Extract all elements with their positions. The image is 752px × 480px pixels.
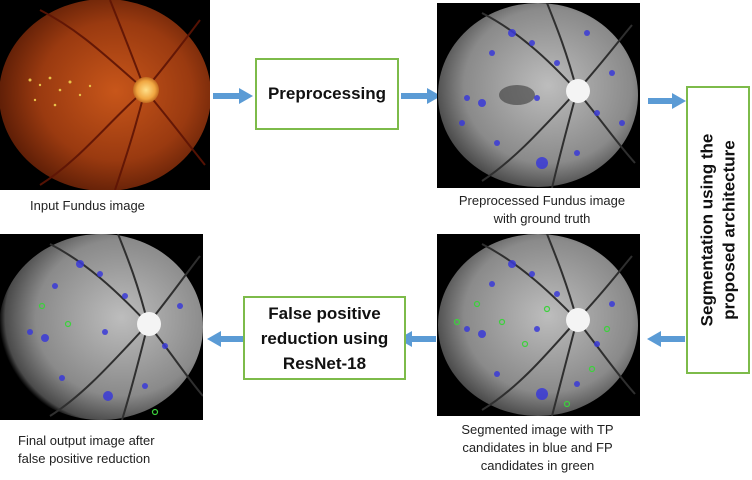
fp-reduction-step: False positive reduction using ResNet-18 (243, 296, 406, 380)
input-fundus-image (0, 0, 210, 190)
segmentation-label: Segmentation using the proposed architec… (696, 134, 740, 327)
fp-label-line3: ResNet-18 (282, 353, 367, 373)
final-caption: Final output image after false positive … (18, 432, 155, 468)
preprocessed-caption-line1: Preprocessed Fundus image (458, 193, 626, 208)
segmented-caption-line3: candidates in green (480, 458, 595, 473)
segmentation-label-line2: proposed architecture (719, 140, 738, 320)
arrow-right-icon (648, 93, 686, 109)
segmented-caption-line1: Segmented image with TP (461, 422, 614, 437)
preprocessing-label: Preprocessing (267, 84, 387, 103)
final-output-image (0, 234, 203, 420)
arrow-right-icon (213, 88, 253, 104)
arrow-left-icon (647, 331, 685, 347)
arrow-right-icon (401, 88, 441, 104)
preprocessed-fundus-image (437, 3, 640, 188)
fp-label-line1: False positive (268, 303, 381, 323)
preprocessed-caption: Preprocessed Fundus image with ground tr… (437, 192, 647, 228)
input-caption: Input Fundus image (30, 198, 145, 213)
segmented-image (437, 234, 640, 416)
arrow-left-icon (207, 331, 243, 347)
preprocessing-step: Preprocessing (255, 58, 399, 130)
final-caption-line1: Final output image after (18, 433, 155, 448)
preprocessed-caption-line2: with ground truth (493, 211, 591, 226)
final-caption-line2: false positive reduction (18, 451, 151, 466)
fp-label-line2: reduction using (260, 328, 389, 348)
segmented-caption-line2: candidates in blue and FP (462, 440, 613, 455)
segmented-caption: Segmented image with TP candidates in bl… (430, 421, 645, 475)
segmentation-step: Segmentation using the proposed architec… (686, 86, 750, 374)
segmentation-label-line1: Segmentation using the (697, 133, 716, 327)
